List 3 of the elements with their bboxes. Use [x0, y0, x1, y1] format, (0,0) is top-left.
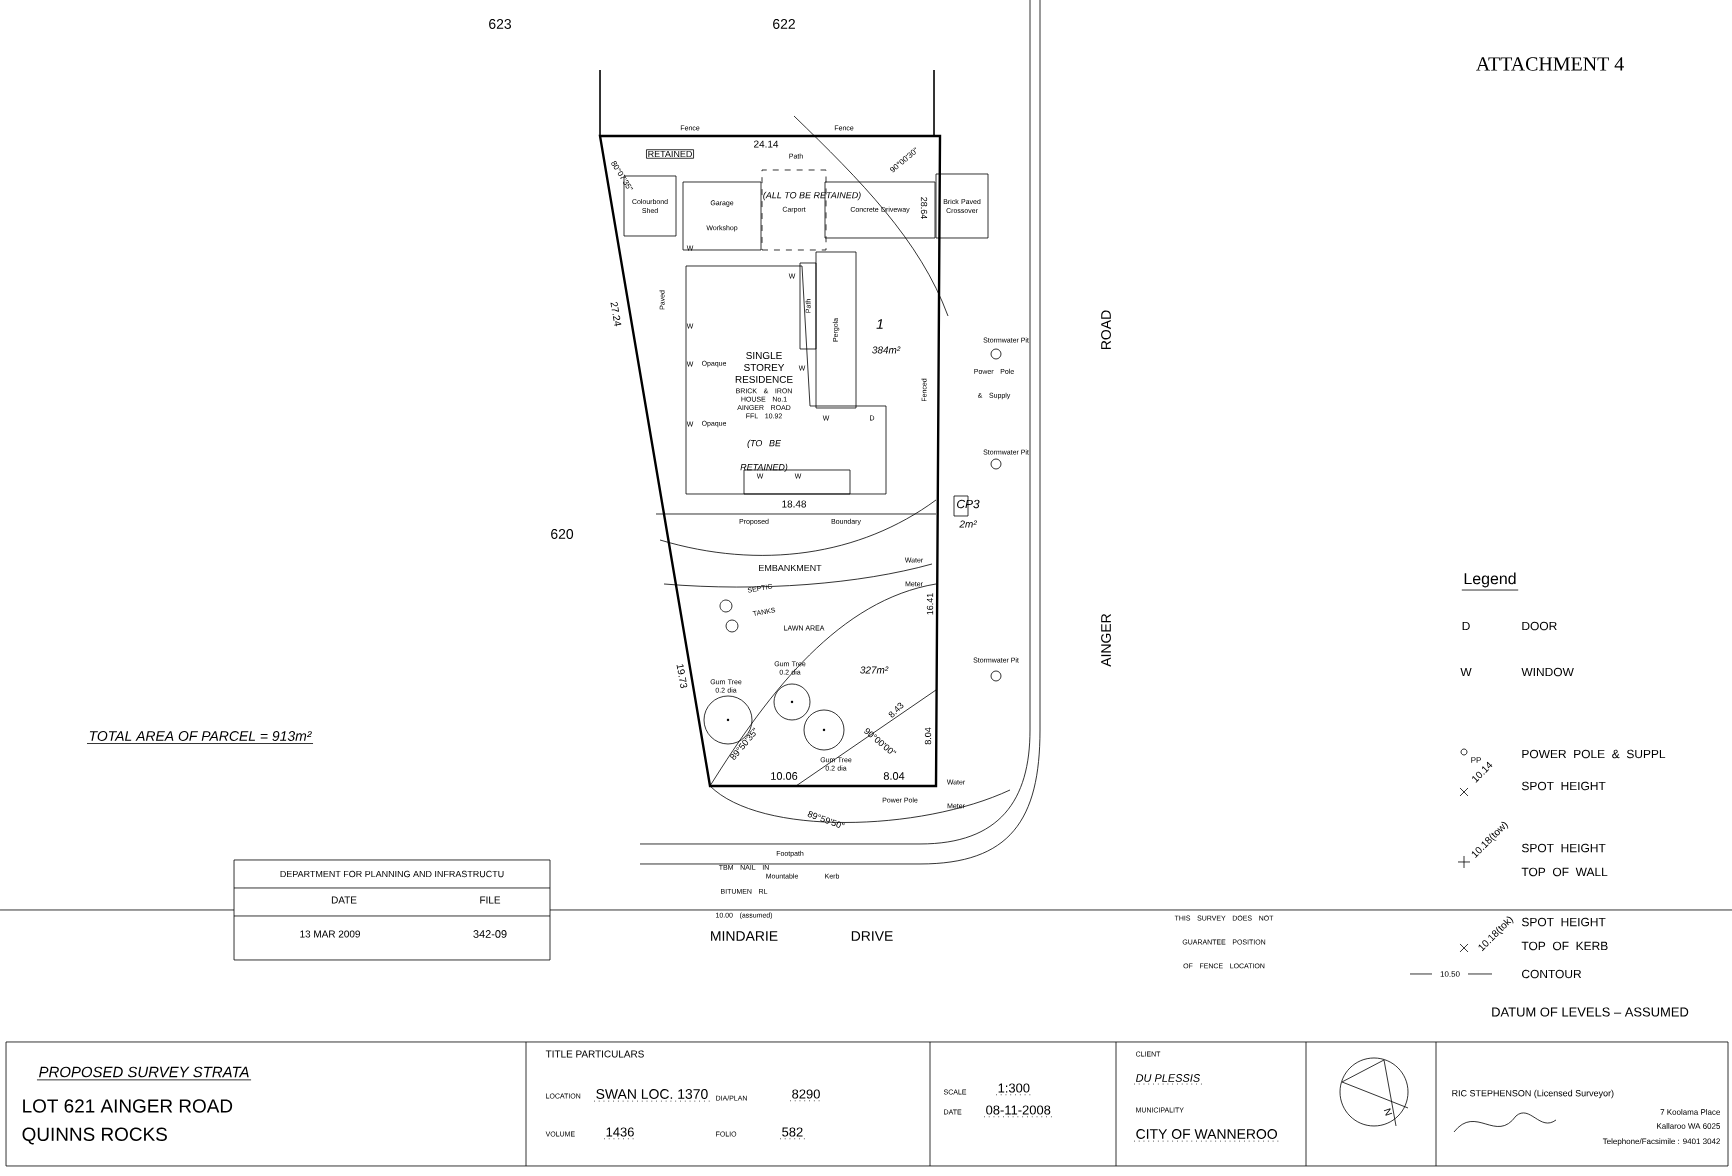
title-block-text: QUINNS ROCKS — [22, 1127, 167, 1145]
heading: ATTACHMENT 4 — [1476, 57, 1624, 71]
title-block-text: LOT 621 AINGER ROAD — [23, 1099, 233, 1113]
